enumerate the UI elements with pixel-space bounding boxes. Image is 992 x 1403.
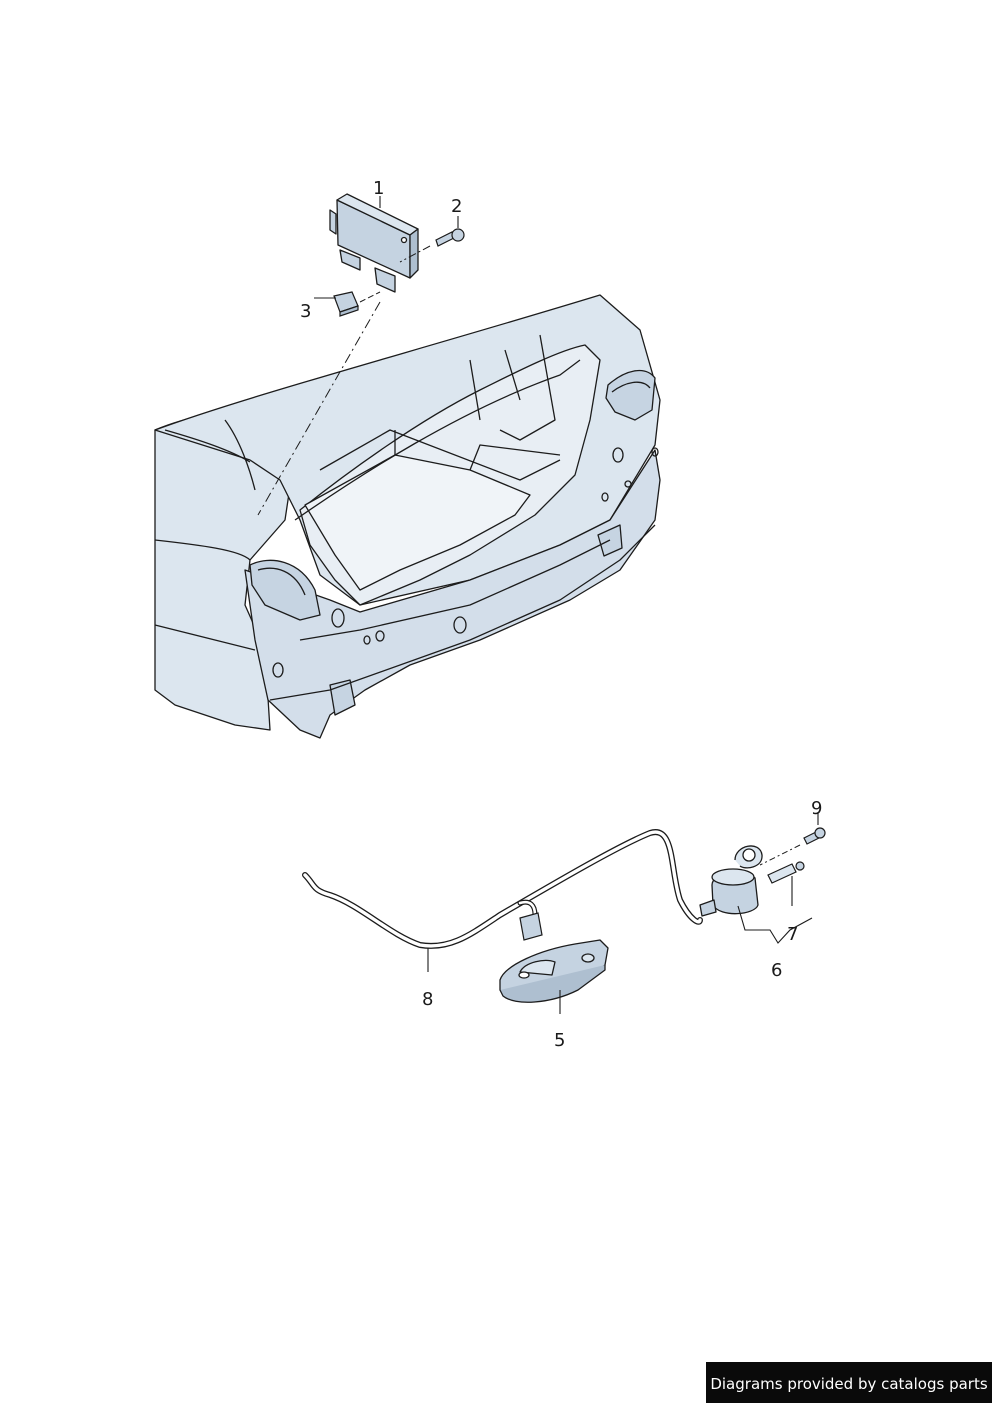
callout-6: 6 bbox=[771, 960, 783, 981]
callout-7: 7 bbox=[787, 924, 799, 945]
control-unit bbox=[329, 193, 419, 293]
lock-cylinder-assembly bbox=[699, 845, 763, 917]
bolt bbox=[803, 827, 826, 845]
screw bbox=[435, 228, 465, 247]
leader-lines bbox=[314, 196, 819, 1014]
callout-8: 8 bbox=[422, 989, 434, 1010]
footer-credit-badge: Diagrams provided by catalogs parts bbox=[706, 1362, 992, 1403]
connector bbox=[333, 291, 359, 317]
footer-credit-text: Diagrams provided by catalogs parts bbox=[710, 1374, 988, 1393]
wiring-harness bbox=[302, 829, 703, 949]
pin bbox=[767, 861, 805, 884]
callout-9: 9 bbox=[811, 798, 823, 819]
car-rear-body bbox=[154, 294, 661, 739]
trunk-floor bbox=[304, 454, 531, 591]
callout-2: 2 bbox=[451, 196, 463, 217]
callout-1: 1 bbox=[373, 178, 385, 199]
callout-3: 3 bbox=[300, 301, 312, 322]
harness-plug bbox=[519, 912, 543, 941]
handle-grip bbox=[499, 939, 609, 1003]
left-tail-light bbox=[249, 559, 321, 621]
rear-panel bbox=[244, 449, 661, 739]
callout-5: 5 bbox=[554, 1030, 566, 1051]
